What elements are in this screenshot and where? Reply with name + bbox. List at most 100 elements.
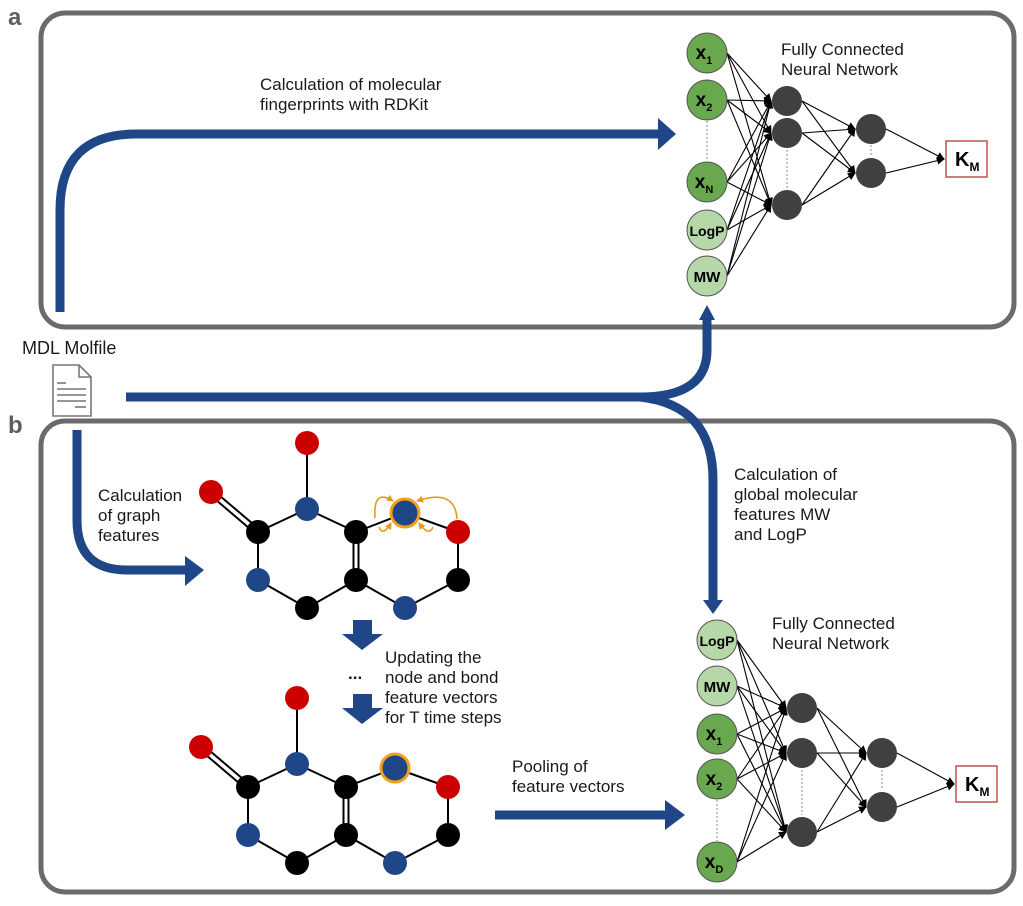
input-node-mw [696, 665, 738, 707]
edge [726, 100, 772, 183]
molecule-graphs [189, 431, 470, 875]
edge [801, 172, 856, 206]
message-arrow [416, 495, 458, 520]
edge [736, 707, 788, 863]
hidden-node [772, 86, 802, 116]
subscript: 2 [706, 102, 712, 114]
edge [736, 752, 787, 780]
output-km-box [955, 765, 998, 803]
update-arrow-1 [342, 620, 383, 650]
oxygen-atom [199, 480, 223, 504]
arrowhead-fingerprints [658, 118, 676, 150]
oxygen-atom [446, 520, 470, 544]
network-title-a: Fully Connected Neural Network [781, 40, 904, 79]
edge [801, 132, 856, 174]
edge [896, 782, 955, 808]
carbon-atom [236, 775, 260, 799]
output-km-box [945, 140, 988, 178]
edge [736, 733, 787, 833]
input-node-xd [696, 841, 738, 883]
carbon-atom [344, 568, 368, 592]
edge [726, 132, 772, 183]
input-node-x1 [686, 32, 728, 74]
hidden-node [856, 158, 886, 188]
subscript: N [705, 184, 713, 196]
edge [736, 639, 787, 709]
carbon-atom [285, 851, 309, 875]
input-node-x1 [696, 713, 738, 755]
hidden-node [867, 738, 897, 768]
edge [726, 100, 773, 231]
pooling-caption: Pooling of feature vectors [512, 757, 625, 796]
edge [816, 752, 867, 808]
molecule-graph-1 [199, 431, 470, 620]
hidden-node [772, 190, 802, 220]
carbon-atom [334, 823, 358, 847]
panel-b-letter: b [8, 412, 23, 439]
arrowhead-graph [185, 556, 204, 586]
edge [801, 100, 856, 174]
network-edges [726, 52, 945, 277]
edge [801, 125, 856, 134]
message-arrow [378, 522, 392, 532]
oxygen-atom [189, 735, 213, 759]
oxygen-atom [436, 775, 460, 799]
input-node-x2 [686, 79, 728, 121]
carbon-atom [436, 823, 460, 847]
subscript: 2 [716, 781, 722, 793]
subscript: M [969, 160, 979, 174]
nitrogen-atom [393, 596, 417, 620]
nitrogen-atom [383, 851, 407, 875]
panel-b-frame [38, 418, 1017, 895]
input-node-label: LogP [690, 223, 725, 239]
input-node-logp [686, 209, 728, 251]
update-caption: Updating the node and bond feature vecto… [385, 648, 502, 727]
molecule-graph-2 [189, 686, 460, 875]
arrowhead-branch-down [703, 600, 723, 614]
panel-a-frame [38, 10, 1017, 330]
edge [816, 752, 867, 833]
input-node-mw [686, 255, 728, 297]
carbon-atom [295, 596, 319, 620]
arrow-fingerprints [55, 129, 660, 312]
subscript: M [979, 785, 989, 799]
edge [801, 100, 856, 130]
edge [801, 128, 856, 206]
nitrogen-atom [295, 497, 319, 521]
edge [896, 752, 955, 785]
nitrogen-atom [246, 568, 270, 592]
edge [726, 100, 774, 277]
carbon-atom [344, 520, 368, 544]
edge [736, 752, 787, 863]
edge [726, 52, 772, 134]
network-edges [736, 639, 955, 863]
edge [726, 181, 772, 206]
flow-arrowheads [185, 118, 723, 830]
edge [736, 685, 787, 754]
hidden-node [787, 738, 817, 768]
highlighted-atom [389, 497, 421, 529]
edge [726, 132, 773, 277]
edge [885, 156, 945, 174]
hidden-node [772, 118, 802, 148]
hidden-node [856, 114, 886, 144]
flow-arrows [55, 129, 718, 820]
edge [736, 685, 787, 709]
carbon-atom [446, 568, 470, 592]
oxygen-atom [295, 431, 319, 455]
edge [736, 778, 787, 833]
highlighted-atom [379, 752, 411, 784]
arrowhead-pooling [665, 800, 685, 830]
hidden-node [787, 817, 817, 847]
arrowhead-branch-up [699, 305, 715, 320]
input-node-label: LogP [700, 633, 735, 649]
carbon-atom [246, 520, 270, 544]
edge [736, 685, 788, 833]
input-node-label: MW [694, 269, 721, 286]
edge [726, 204, 772, 277]
subscript: 1 [716, 736, 722, 748]
network-title-b: Fully Connected Neural Network [772, 614, 895, 653]
